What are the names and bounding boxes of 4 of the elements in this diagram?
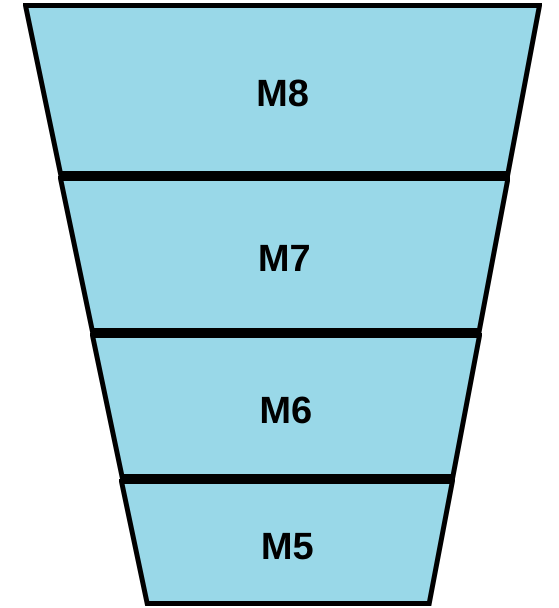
band-label: M7 bbox=[258, 238, 311, 281]
band-label: M8 bbox=[256, 73, 309, 116]
band-label: M6 bbox=[259, 390, 312, 432]
band-label: M5 bbox=[260, 526, 314, 569]
